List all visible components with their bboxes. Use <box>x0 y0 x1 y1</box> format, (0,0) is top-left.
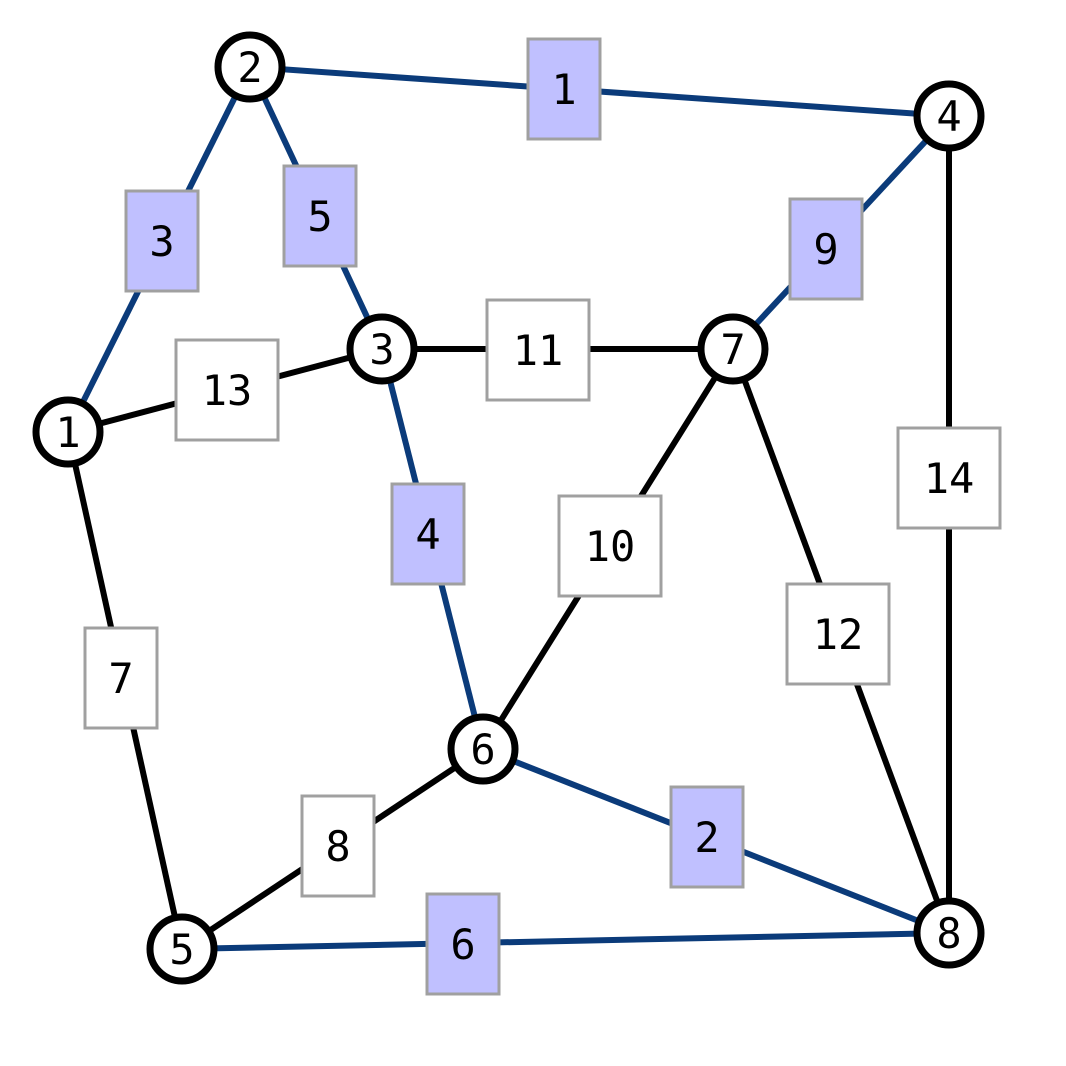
edge-weight-text: 9 <box>813 225 838 274</box>
edge-weight-text: 10 <box>585 522 636 571</box>
node-circle <box>697 313 769 385</box>
edge-weight-6-8: 2 <box>669 785 745 889</box>
edge-weight-box <box>300 794 376 898</box>
edge-weight-box <box>174 338 280 442</box>
edge-weight-text: 3 <box>149 217 174 266</box>
node-circle <box>146 913 218 985</box>
edge-5-8 <box>181 930 950 952</box>
edge-weight-1-3: 13 <box>174 338 280 442</box>
node-1: 1 <box>32 396 104 468</box>
edge-weight-text: 2 <box>694 813 719 862</box>
edge-weight-3-6: 4 <box>390 482 466 586</box>
node-label: 8 <box>936 909 961 958</box>
edge-weight-4-8: 14 <box>896 426 1002 530</box>
edge-weight-text: 4 <box>415 510 440 559</box>
edge-weight-box <box>669 785 745 889</box>
node-label: 3 <box>369 325 394 374</box>
edge-weight-text: 5 <box>307 192 332 241</box>
edge-weight-text: 8 <box>325 822 350 871</box>
node-4: 4 <box>913 80 985 152</box>
edge-weight-1-2: 3 <box>124 189 200 293</box>
edge-weight-2-4: 1 <box>526 37 602 141</box>
node-label: 5 <box>169 925 194 974</box>
edge-weight-text: 14 <box>924 454 975 503</box>
node-label: 2 <box>237 43 262 92</box>
node-circle <box>913 80 985 152</box>
edge-weight-7-8: 12 <box>785 582 891 686</box>
node-7: 7 <box>697 313 769 385</box>
edge-weight-text: 11 <box>513 326 564 375</box>
edge-weight-text: 6 <box>450 920 475 969</box>
edge-weight-box <box>557 494 663 598</box>
node-circle <box>346 313 418 385</box>
node-circle <box>32 396 104 468</box>
node-8: 8 <box>913 897 985 969</box>
edge-weight-6-7: 10 <box>557 494 663 598</box>
edge-weight-box <box>788 197 864 301</box>
node-2: 2 <box>214 31 286 103</box>
edge-weight-2-3: 5 <box>282 164 358 268</box>
node-label: 4 <box>936 92 961 141</box>
edge-weight-box <box>485 298 591 402</box>
edge-weight-3-7: 11 <box>485 298 591 402</box>
edge-weight-1-5: 7 <box>83 626 159 730</box>
edge-weight-box <box>785 582 891 686</box>
edge-weight-text: 1 <box>551 65 576 114</box>
node-label: 1 <box>55 408 80 457</box>
node-5: 5 <box>146 913 218 985</box>
node-label: 7 <box>720 325 745 374</box>
node-circle <box>447 713 519 785</box>
edge-weight-box <box>282 164 358 268</box>
edge-weight-text: 12 <box>813 610 864 659</box>
edge-weight-box <box>896 426 1002 530</box>
edge-weight-text: 13 <box>202 366 253 415</box>
edge-weight-box <box>124 189 200 293</box>
edge-weight-4-7: 9 <box>788 197 864 301</box>
edge-weight-text: 7 <box>108 654 133 703</box>
edge-weight-box <box>83 626 159 730</box>
edge-weight-box <box>526 37 602 141</box>
node-6: 6 <box>447 713 519 785</box>
node-circle <box>214 31 286 103</box>
edge-weight-5-6: 8 <box>300 794 376 898</box>
edge-weight-box <box>390 482 466 586</box>
edge-weight-5-8: 6 <box>425 892 501 996</box>
node-3: 3 <box>346 313 418 385</box>
node-circle <box>913 897 985 969</box>
edge-weight-box <box>425 892 501 996</box>
node-label: 6 <box>470 725 495 774</box>
